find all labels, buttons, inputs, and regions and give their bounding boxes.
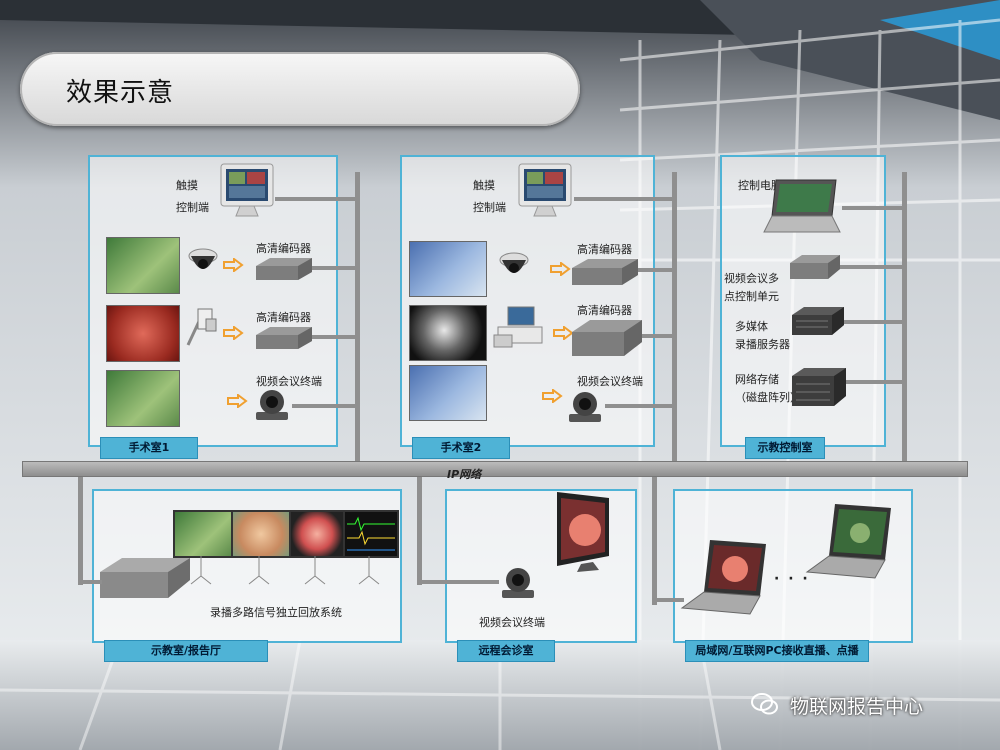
arrow-right-icon bbox=[542, 389, 563, 403]
control-server-label: 多媒体 录播服务器 bbox=[735, 320, 790, 351]
or1-touch-label: 触摸 控制端 bbox=[176, 179, 209, 214]
videoconf-camera-icon bbox=[502, 568, 534, 598]
or2-encoder1-label: 高清编码器 bbox=[577, 243, 632, 256]
backbone-or1 bbox=[355, 172, 360, 462]
arrow-right-icon bbox=[227, 394, 248, 408]
lan-room-label: 局域网/互联网PC接收直播、点播 bbox=[685, 640, 869, 662]
display-endoscope-icon bbox=[289, 510, 345, 558]
link-or2-encoder1 bbox=[638, 268, 674, 272]
remote-room-label: 远程会诊室 bbox=[457, 640, 555, 662]
link-control-storage bbox=[846, 380, 904, 384]
link-control-mcu bbox=[840, 265, 904, 269]
or2-room-label: 手术室2 bbox=[412, 437, 510, 459]
or2-terminal-label: 视频会议终端 bbox=[577, 375, 643, 388]
lan-ellipsis: · · · bbox=[774, 571, 810, 587]
xray-photo-icon bbox=[409, 305, 487, 361]
backbone-control bbox=[902, 172, 907, 462]
laptop-icon bbox=[680, 540, 766, 615]
encoder-device-icon bbox=[572, 320, 642, 356]
watermark-text: 物联网报告中心 bbox=[790, 696, 924, 718]
surgical-field-photo-icon bbox=[106, 305, 180, 362]
arrow-right-icon bbox=[223, 258, 244, 272]
ip-network-label: IP网络 bbox=[447, 468, 482, 481]
videoconf-camera-icon bbox=[569, 392, 601, 422]
touch-monitor-icon bbox=[518, 163, 572, 217]
surgery-team-photo-icon bbox=[106, 370, 180, 427]
display-monitor-icon bbox=[343, 510, 399, 558]
backbone-teaching bbox=[78, 475, 83, 585]
display-stands-icon bbox=[190, 556, 380, 585]
remote-terminal-label: 视频会议终端 bbox=[479, 616, 545, 629]
link-remote bbox=[421, 580, 499, 584]
patient-photo-icon bbox=[409, 241, 487, 297]
or1-terminal-label: 视频会议终端 bbox=[256, 375, 322, 388]
laptop-icon bbox=[763, 179, 841, 233]
teaching-system-label: 录播多路信号独立回放系统 bbox=[210, 606, 342, 619]
display-surgery-icon bbox=[173, 510, 233, 558]
page-title: 效果示意 bbox=[66, 78, 175, 108]
disk-array-icon bbox=[792, 368, 846, 406]
link-or1-touch bbox=[275, 197, 357, 201]
title-banner bbox=[20, 52, 580, 126]
link-or2-touch bbox=[574, 197, 674, 201]
medical-workstation-icon bbox=[493, 306, 543, 348]
or1-room-label: 手术室1 bbox=[100, 437, 198, 459]
dome-camera-icon bbox=[499, 252, 529, 273]
encoder-device-icon bbox=[256, 327, 312, 349]
control-storage-label: 网络存储 （磁盘阵列） bbox=[735, 373, 801, 404]
link-teaching bbox=[82, 580, 102, 584]
backbone-remote bbox=[417, 475, 422, 585]
dome-camera-icon bbox=[188, 248, 218, 269]
display-field-icon bbox=[231, 510, 291, 558]
wechat-icon bbox=[751, 693, 778, 715]
teaching-room-label: 示教室/报告厅 bbox=[104, 640, 268, 662]
link-or2-terminal bbox=[605, 404, 674, 408]
arrow-right-icon bbox=[550, 262, 571, 276]
control-pc-label: 控制电脑 bbox=[738, 179, 782, 192]
server-icon bbox=[792, 307, 844, 335]
control-room-label: 示教控制室 bbox=[745, 437, 825, 459]
microscope-camera-icon bbox=[186, 308, 217, 346]
arrow-right-icon bbox=[223, 326, 244, 340]
encoder-device-icon bbox=[572, 259, 638, 285]
or2-encoder2-label: 高清编码器 bbox=[577, 304, 632, 317]
playback-server-icon bbox=[100, 558, 190, 598]
touch-monitor-icon bbox=[220, 163, 274, 217]
arrow-right-icon bbox=[553, 326, 574, 340]
link-lan bbox=[656, 598, 684, 602]
link-or1-terminal bbox=[292, 404, 357, 408]
display-monitor-icon bbox=[557, 492, 609, 572]
link-or2-encoder2 bbox=[642, 334, 674, 338]
mcu-device-icon bbox=[790, 255, 840, 279]
laptop-icon bbox=[805, 504, 891, 579]
control-mcu-label: 视频会议多 点控制单元 bbox=[724, 272, 779, 303]
link-control-pc bbox=[842, 206, 904, 210]
ip-network-bus bbox=[22, 461, 968, 477]
or2-touch-label: 触摸 控制端 bbox=[473, 179, 506, 214]
link-or1-encoder2 bbox=[312, 335, 357, 339]
or1-encoder2-label: 高清编码器 bbox=[256, 311, 311, 324]
backbone-lan bbox=[652, 475, 657, 605]
operation-photo-icon bbox=[409, 365, 487, 421]
link-or1-encoder1 bbox=[312, 266, 357, 270]
backbone-or2 bbox=[672, 172, 677, 462]
surgery-photo-icon bbox=[106, 237, 180, 294]
encoder-device-icon bbox=[256, 258, 312, 280]
or1-encoder1-label: 高清编码器 bbox=[256, 242, 311, 255]
videoconf-camera-icon bbox=[256, 390, 288, 420]
link-control-server bbox=[844, 320, 904, 324]
